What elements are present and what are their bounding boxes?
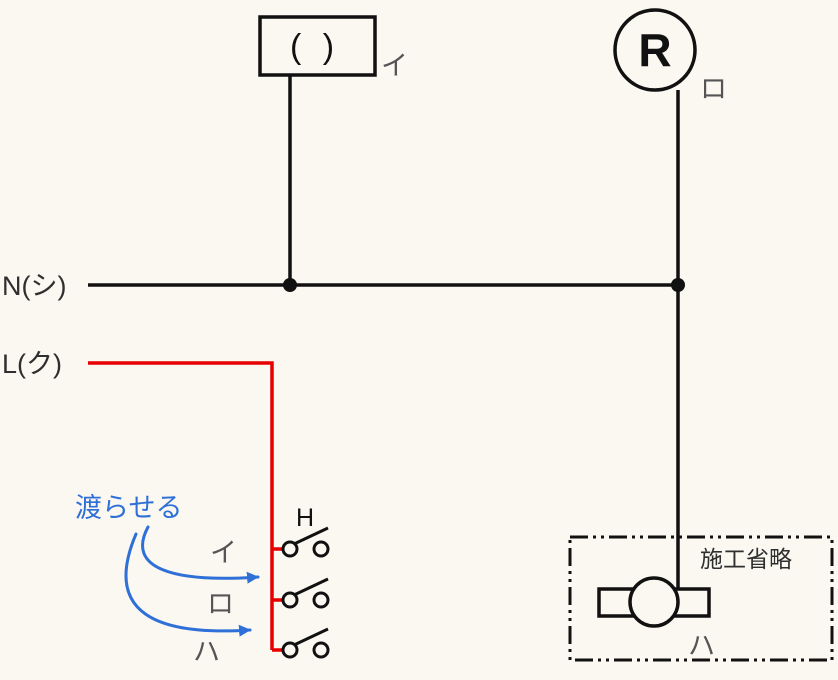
switch-1 xyxy=(281,526,330,558)
switch-3-right-contact xyxy=(312,641,330,659)
switch-2-right-contact xyxy=(312,591,330,609)
construction-omitted-label: 施工省略 xyxy=(700,546,792,572)
switch-2-lever xyxy=(293,577,329,597)
lamp-receptacle-label: ロ xyxy=(700,74,727,104)
switch-3-lever xyxy=(293,627,329,647)
switch-1-left-contact xyxy=(281,540,299,558)
omitted-lamp-symbol xyxy=(628,576,680,628)
switch-1-right-contact xyxy=(312,540,330,558)
switch-2 xyxy=(281,577,330,609)
switch-1-label: イ xyxy=(210,538,237,568)
switch-3 xyxy=(281,627,330,659)
ceiling-fixture-symbol-box xyxy=(258,15,377,77)
junction-dot-right xyxy=(671,278,685,292)
construction-omitted-box xyxy=(568,535,834,662)
annotation-arrow-2 xyxy=(124,532,252,637)
annotation-text: 渡らせる xyxy=(75,493,182,523)
switch-3-label: ハ xyxy=(193,637,220,667)
switch-group-label: H xyxy=(296,504,314,532)
lamp-receptacle-symbol-text: R xyxy=(638,24,671,76)
live-wire-label: L(ク) xyxy=(2,349,62,379)
switch-2-label: ロ xyxy=(207,589,234,619)
omitted-lamp-label: ハ xyxy=(688,631,715,661)
switch-2-left-contact xyxy=(281,591,299,609)
ceiling-fixture-symbol-text: ( ) xyxy=(290,28,340,66)
switch-3-left-contact xyxy=(281,641,299,659)
junction-dot-left xyxy=(283,278,297,292)
live-wire xyxy=(88,361,274,650)
neutral-wire-label: N(シ) xyxy=(2,271,66,301)
switch-1-lever xyxy=(293,526,329,546)
annotation-arrow-1 xyxy=(141,525,260,584)
lamp-receptacle-symbol xyxy=(613,8,697,92)
ceiling-fixture-label: イ xyxy=(381,51,408,81)
